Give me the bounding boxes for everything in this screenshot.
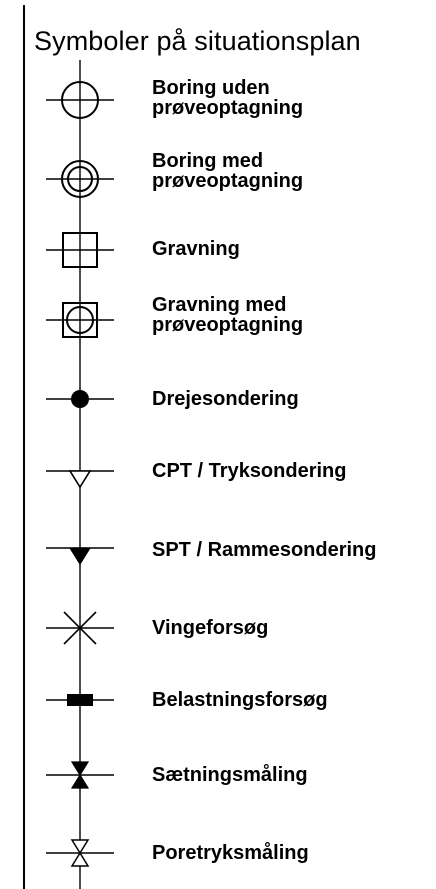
open-hourglass-icon bbox=[46, 814, 114, 889]
legend-row-boring-med: Boring med prøveoptagning bbox=[0, 140, 436, 218]
legend-row-vingeforsoeg: Vingeforsøg bbox=[0, 596, 436, 666]
legend-row-boring-uden: Boring uden prøveoptagning bbox=[0, 60, 436, 140]
legend-row-cpt: CPT / Tryksondering bbox=[0, 434, 436, 516]
x-cross-icon bbox=[46, 596, 114, 666]
legend-label: Sætningsmåling bbox=[152, 764, 308, 786]
circle-crosshair-icon bbox=[46, 60, 114, 140]
square-circle-crosshair-icon bbox=[46, 282, 114, 370]
legend-label: Vingeforsøg bbox=[152, 617, 269, 639]
double-circle-crosshair-icon bbox=[46, 140, 114, 218]
square-crosshair-icon bbox=[46, 218, 114, 282]
legend-title: Symboler på situationsplan bbox=[34, 26, 361, 56]
legend-row-saetningsmaaling: Sætningsmåling bbox=[0, 736, 436, 814]
legend-row-gravning-med: Gravning med prøveoptagning bbox=[0, 282, 436, 370]
legend-label: Gravning med prøveoptagning bbox=[152, 294, 304, 336]
legend-row-gravning: Gravning bbox=[0, 218, 436, 282]
legend-label: SPT / Rammesondering bbox=[152, 539, 377, 561]
legend-label: Drejesondering bbox=[152, 388, 299, 410]
legend-label: Boring uden prøveoptagning bbox=[152, 77, 304, 119]
legend-row-belastningsforsoeg: Belastningsforsøg bbox=[0, 666, 436, 736]
legend-row-spt: SPT / Rammesondering bbox=[0, 516, 436, 596]
legend-label: Gravning bbox=[152, 238, 240, 260]
filled-rectangle-icon bbox=[46, 666, 114, 736]
open-triangle-icon bbox=[46, 434, 114, 516]
legend-row-drejesondering: Drejesondering bbox=[0, 370, 436, 434]
legend-border-line bbox=[23, 5, 25, 889]
filled-hourglass-icon bbox=[46, 736, 114, 814]
filled-dot-icon bbox=[46, 370, 114, 434]
legend-label: Boring med prøveoptagning bbox=[152, 150, 304, 192]
filled-triangle-icon bbox=[46, 516, 114, 596]
legend-label: CPT / Tryksondering bbox=[152, 460, 347, 482]
legend-label: Poretryksmåling bbox=[152, 842, 309, 864]
legend-label: Belastningsforsøg bbox=[152, 689, 328, 711]
legend-row-poretryksmaaling: Poretryksmåling bbox=[0, 814, 436, 889]
